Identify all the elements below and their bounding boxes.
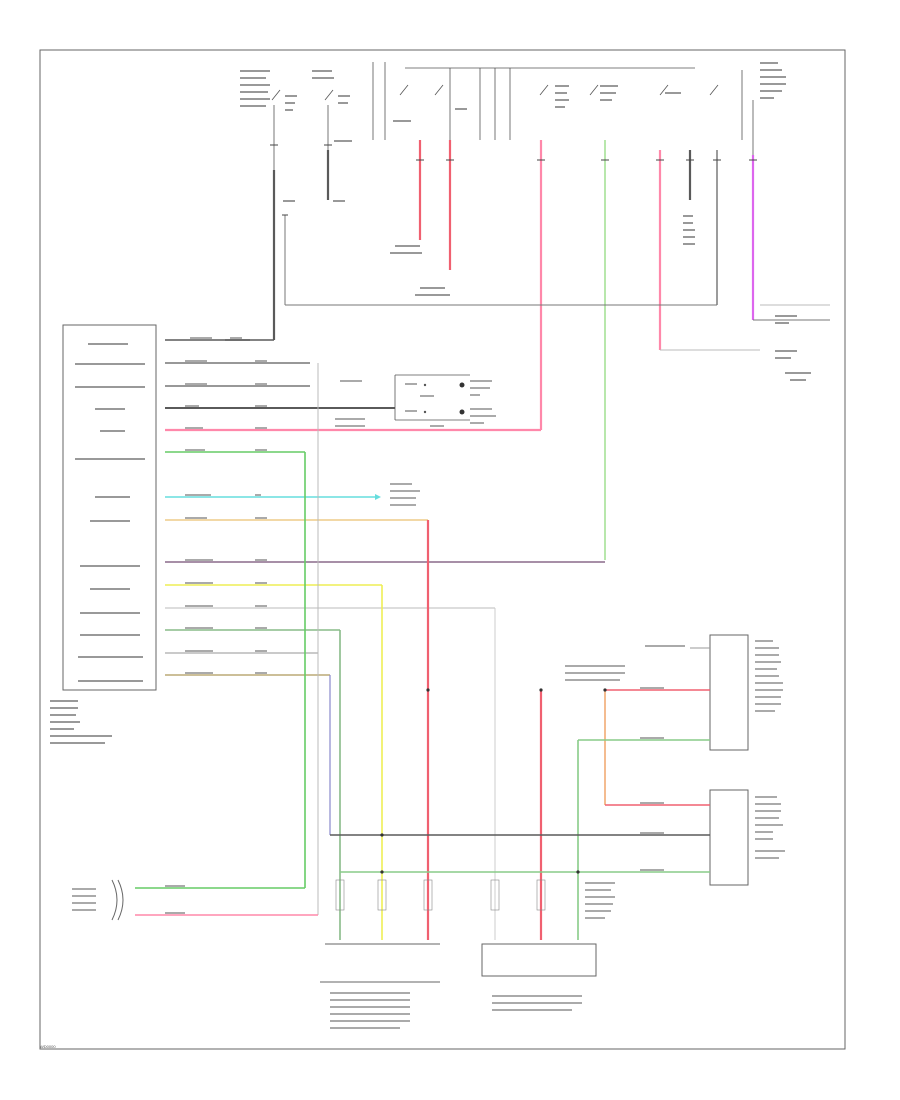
- left-module-box: [62, 324, 157, 691]
- bottom-right-connector: [481, 879, 615, 1011]
- top-text-blocks: [240, 62, 811, 381]
- left-wire-labels: [185, 337, 267, 674]
- top-horizontal-wires: [225, 215, 830, 351]
- footer-code: WD0000: [40, 1044, 56, 1049]
- right-wire-labels: [565, 645, 685, 871]
- bottom-left-connector: [320, 879, 440, 1029]
- junction-dots: [380, 688, 607, 874]
- top-connector-ticks: [270, 144, 757, 216]
- right-module-labels: [755, 640, 785, 859]
- right-wires: [330, 647, 710, 873]
- top-switch-area: [271, 62, 754, 170]
- top-wires: [272, 140, 755, 560]
- right-module-lower: [709, 789, 749, 886]
- speaker-icon: [72, 879, 124, 921]
- middle-junction: [335, 374, 496, 506]
- left-module-pin-labels: [50, 343, 145, 744]
- speaker-wires: [135, 885, 318, 916]
- right-module-upper: [709, 634, 749, 751]
- diagram-frame: [39, 49, 846, 1050]
- left-module-wires: [165, 339, 605, 915]
- middle-vertical-wires: [329, 520, 606, 940]
